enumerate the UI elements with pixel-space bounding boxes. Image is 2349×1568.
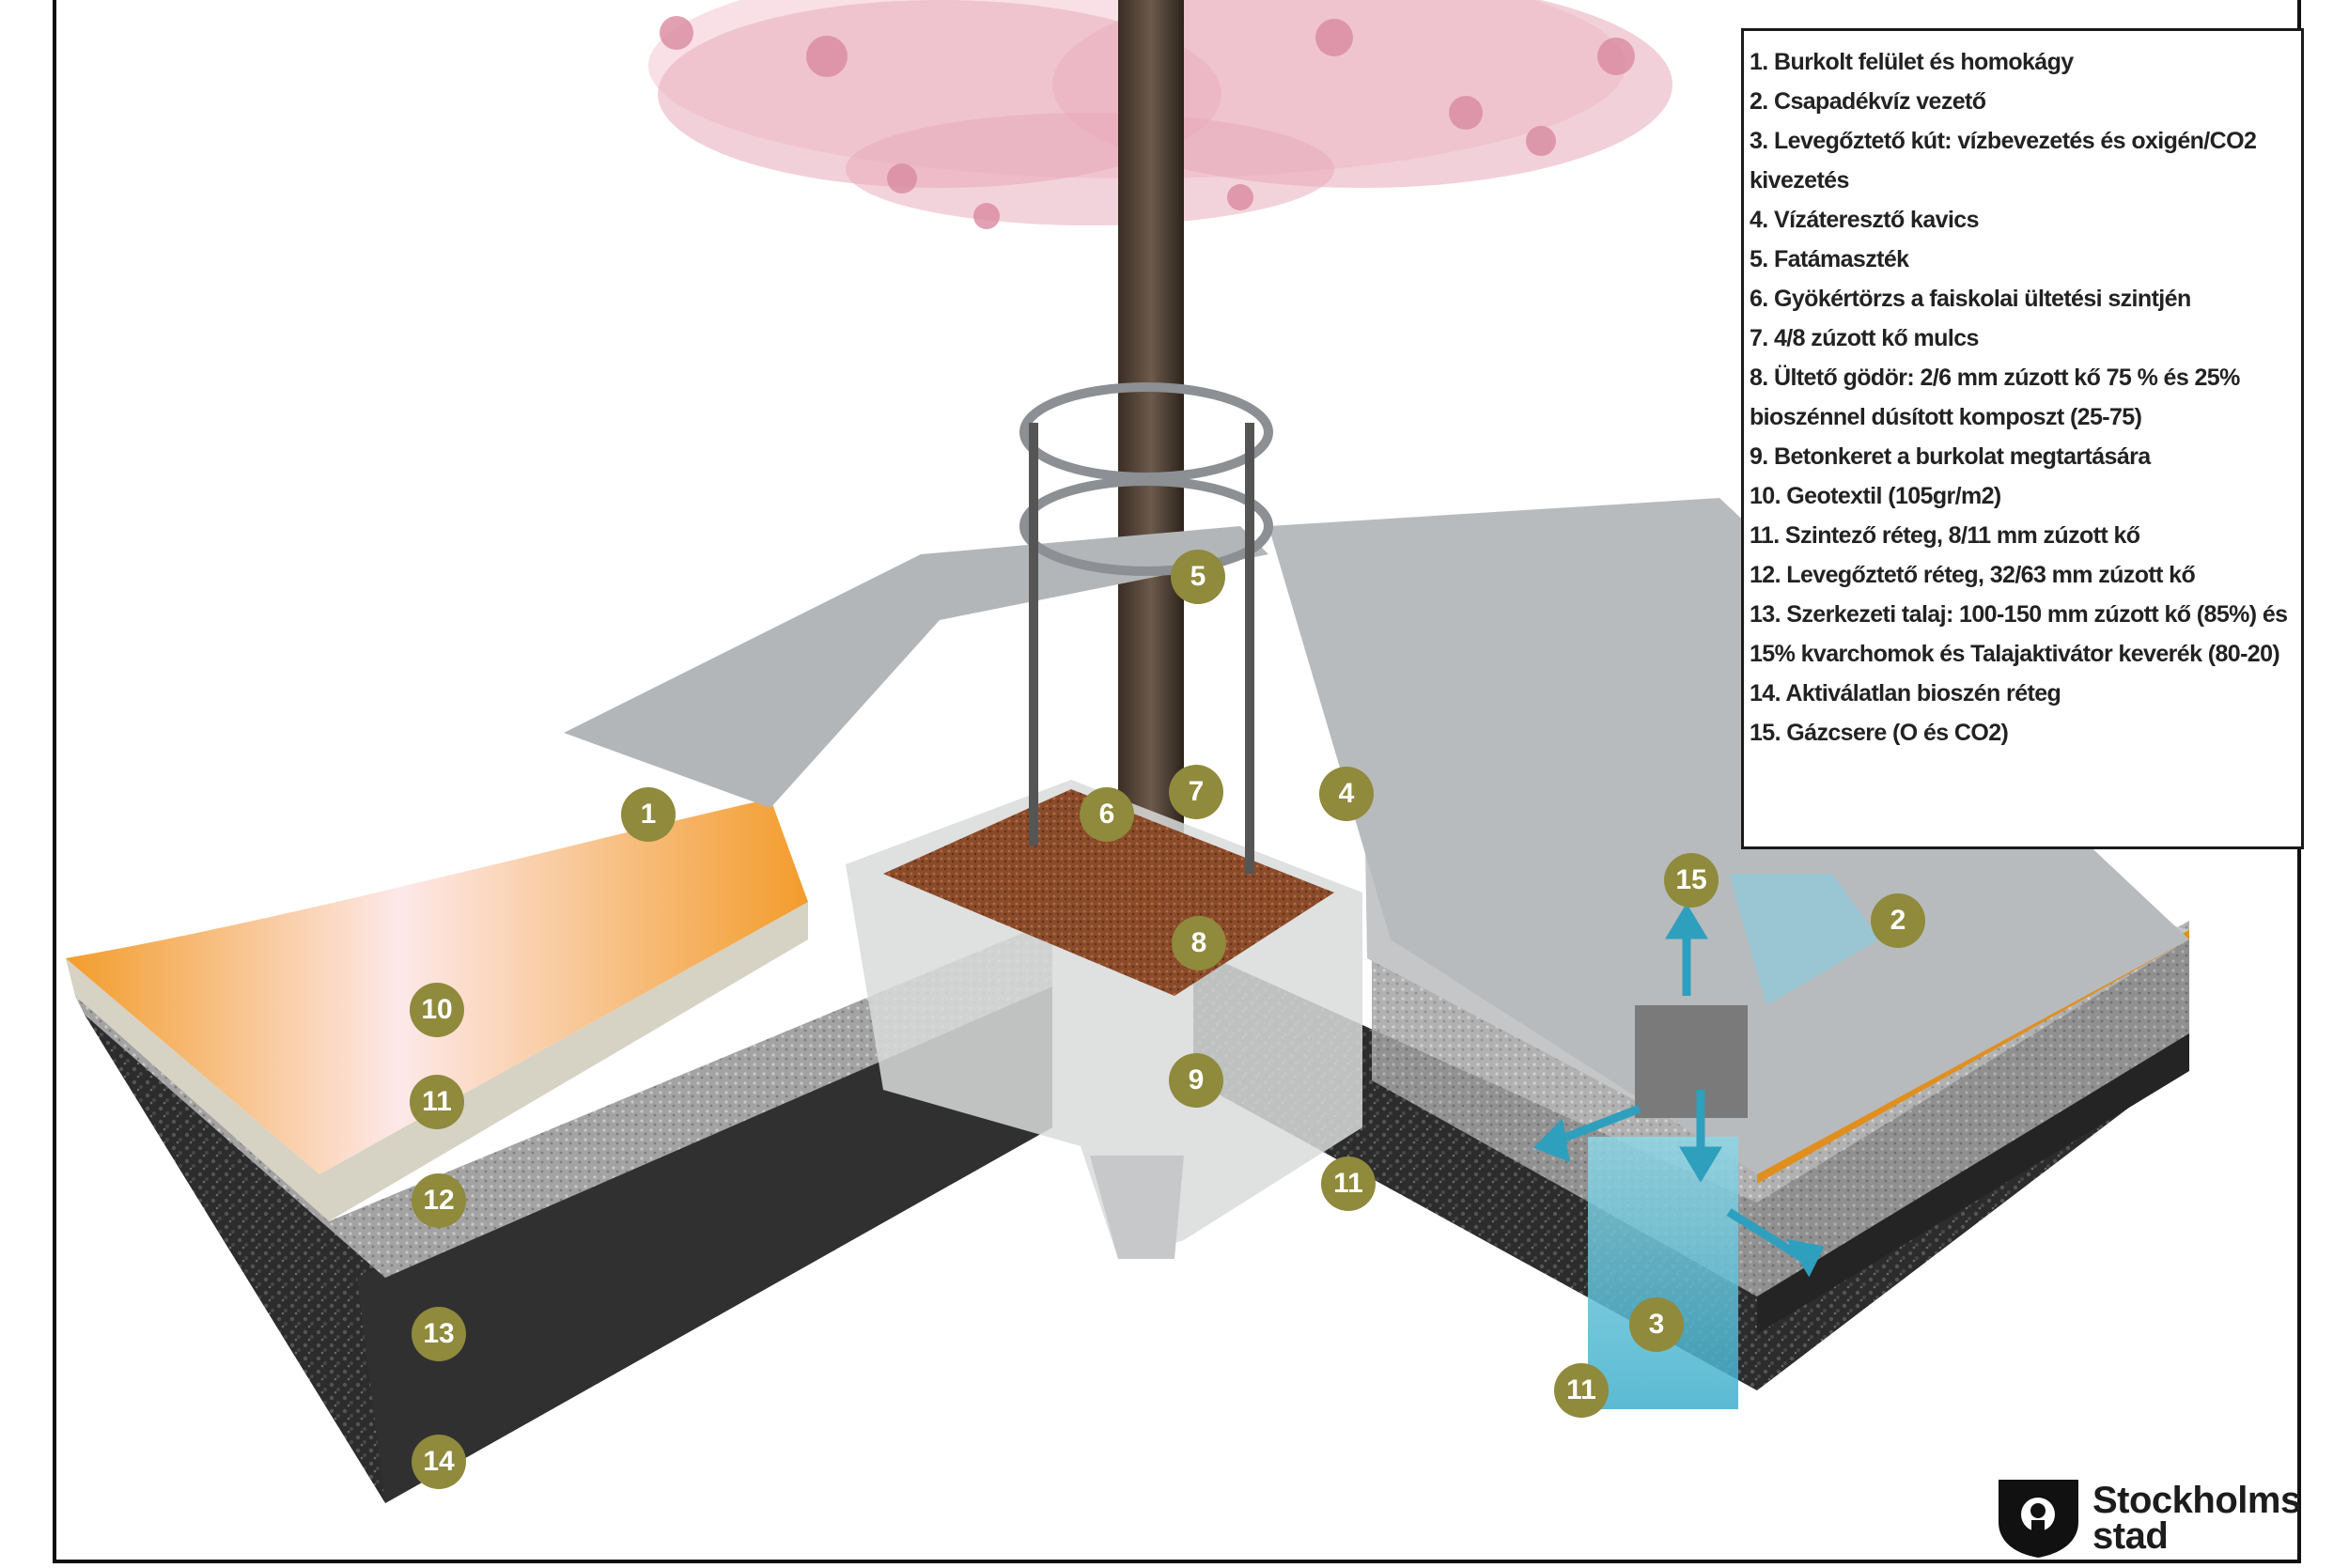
logo-line-2: stad [2092,1515,2169,1557]
legend-item-12: 12. Levegőztető réteg, 32/63 mm zúzott k… [1750,562,2196,588]
blossom-clusters [660,16,1635,229]
legend-item-11: 11. Szintező réteg, 8/11 mm zúzott kő [1750,522,2140,549]
legend: 1. Burkolt felület és homokágy 2. Csapad… [1741,28,2304,849]
legend-item-14: 14. Aktiválatlan bioszén réteg [1750,680,2061,706]
marker-7: 7 [1169,765,1223,819]
tree-trunk [1118,0,1184,846]
legend-item-1: 1. Burkolt felület és homokágy [1750,49,2074,75]
marker-15: 15 [1664,853,1719,908]
stockholms-stad-logo: Stockholms stad [1994,1475,2304,1560]
marker-5: 5 [1171,550,1225,604]
legend-item-15: 15. Gázcsere (O és CO2) [1750,720,2009,746]
legend-item-3: 3. Levegőztető kút: vízbevezetés és oxig… [1750,128,2257,194]
gas-exchange-arrows [1532,903,1825,1278]
marker-12: 12 [412,1173,466,1228]
legend-item-13: 13. Szerkezeti talaj: 100-150 mm zúzott … [1750,601,2288,667]
marker-2: 2 [1871,893,1925,948]
marker-11: 11 [1554,1363,1609,1418]
marker-6: 6 [1080,787,1134,842]
legend-item-8: 8. Ültető gödör: 2/6 mm zúzott kő 75 % é… [1750,365,2240,430]
marker-11: 11 [410,1075,464,1129]
marker-3: 3 [1629,1297,1684,1352]
marker-9: 9 [1169,1053,1223,1108]
legend-item-6: 6. Gyökértörzs a faiskolai ültetési szin… [1750,286,2191,312]
aeration-well [1588,874,1879,1409]
marker-10: 10 [410,983,464,1037]
marker-13: 13 [412,1307,466,1361]
marker-4: 4 [1319,767,1374,821]
legend-item-5: 5. Fatámaszték [1750,246,1909,272]
legend-item-2: 2. Csapadékvíz vezető [1750,88,1986,115]
marker-1: 1 [621,787,676,842]
marker-8: 8 [1172,916,1226,970]
marker-11: 11 [1321,1157,1376,1211]
city-crest-icon [1999,1480,2078,1558]
legend-item-10: 10. Geotextil (105gr/m2) [1750,483,2001,509]
legend-item-4: 4. Vízáteresztő kavics [1750,207,1980,233]
tree-support-frame [1019,382,1273,874]
legend-item-9: 9. Betonkeret a burkolat megtartására [1750,443,2151,470]
logo-line-1: Stockholms [2092,1480,2301,1521]
legend-item-7: 7. 4/8 zúzott kő mulcs [1750,325,1979,351]
marker-14: 14 [412,1435,466,1489]
